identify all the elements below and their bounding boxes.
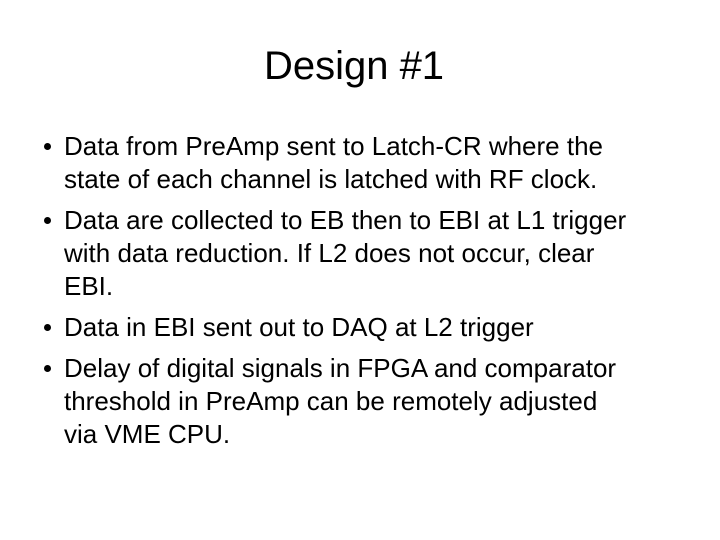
bullet-item: Data are collected to EB then to EBI at … (41, 204, 701, 303)
bullet-icon (44, 324, 51, 331)
bullet-text-line: Data in EBI sent out to DAQ at L2 trigge… (64, 312, 534, 342)
bullet-text-line: EBI. (64, 271, 114, 301)
slide-title: Design #1 (263, 44, 445, 88)
bullet-icon (44, 217, 51, 224)
bullet-item: Data from PreAmp sent to Latch-CR where … (41, 130, 701, 196)
bullet-list: Data from PreAmp sent to Latch-CR where … (41, 130, 701, 451)
bullet-icon (44, 365, 51, 372)
bullet-text-line: state of each channel is latched with RF… (64, 164, 598, 194)
bullet-text-line: with data reduction. If L2 does not occu… (64, 238, 595, 268)
bullet-text-line: threshold in PreAmp can be remotely adju… (64, 386, 598, 416)
bullet-icon (44, 143, 51, 150)
bullet-text-line: Data are collected to EB then to EBI at … (64, 205, 627, 235)
bullet-text-line: Delay of digital signals in FPGA and com… (64, 353, 617, 383)
bullet-text-line: via VME CPU. (64, 419, 231, 449)
bullet-item: Data in EBI sent out to DAQ at L2 trigge… (41, 311, 701, 344)
bullet-text-line: Data from PreAmp sent to Latch-CR where … (64, 131, 604, 161)
bullet-item: Delay of digital signals in FPGA and com… (41, 352, 701, 451)
